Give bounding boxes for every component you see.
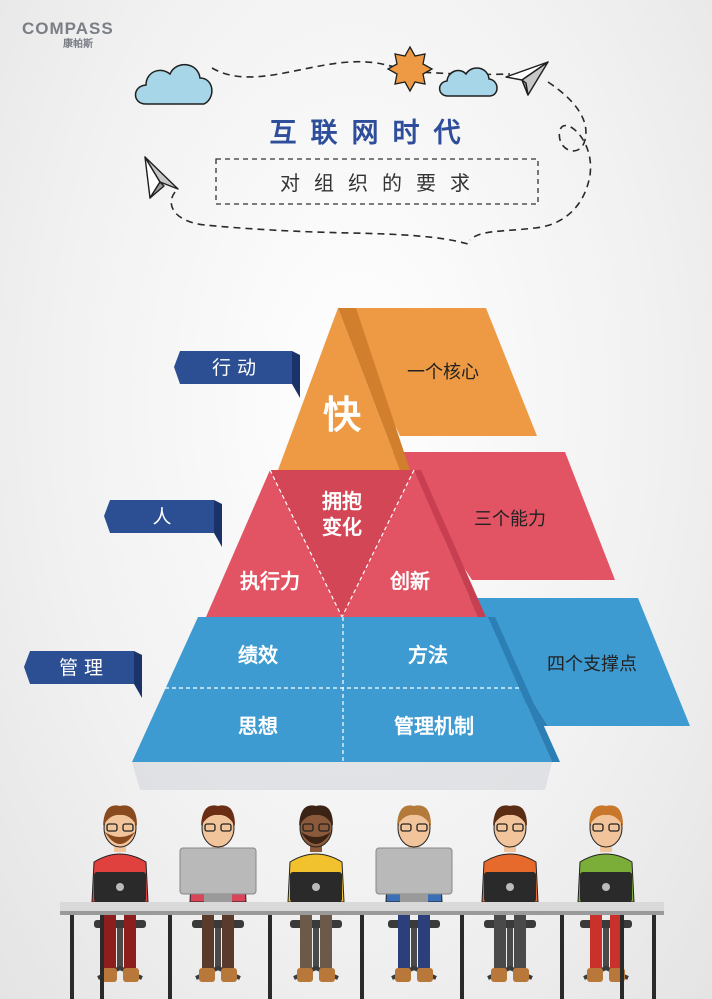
subtitle-box [215, 158, 539, 205]
ribbon-tag-people: 人 [104, 500, 222, 547]
team-illustration [91, 805, 635, 982]
management-cell-2: 方法 [408, 643, 448, 667]
brand-name: COMPASS [22, 19, 114, 38]
team-member-4 [375, 805, 453, 982]
people-center-line1: 拥抱 [322, 489, 362, 513]
pyramid-management-tier [132, 617, 560, 762]
people-center-line2: 变化 [322, 515, 362, 539]
pyramid-shadow [132, 762, 552, 790]
panel-core [340, 308, 537, 436]
panel-abilities [388, 452, 615, 580]
team-member-3 [287, 805, 345, 982]
team-member-2 [179, 805, 257, 982]
desk [60, 902, 664, 915]
pyramid-people-tier [206, 469, 486, 618]
core-center-text: 快 [323, 393, 362, 437]
abilities-label: 三个能力 [474, 509, 546, 530]
management-cell-4: 管理机制 [394, 714, 474, 738]
compass-logo: COMPASS 康帕斯 [22, 19, 114, 50]
team-member-1 [91, 805, 149, 982]
ribbon-tag-action: 行动 [174, 351, 300, 398]
sun-icon [386, 45, 434, 93]
tag-management-text: 管理 [59, 657, 109, 679]
desk-legs [70, 915, 656, 999]
management-cell-3: 思想 [238, 714, 278, 738]
page-title: 互联网时代 [270, 118, 475, 149]
tag-people-text: 人 [152, 506, 171, 528]
people-right-text: 创新 [389, 569, 430, 593]
team-member-5 [481, 805, 539, 982]
paper-plane-icon-right [505, 61, 549, 96]
management-cell-1: 绩效 [238, 643, 278, 667]
team-member-6 [577, 805, 635, 982]
support-points-label: 四个支撑点 [547, 654, 637, 675]
cloud-icon-right [438, 67, 498, 97]
paper-plane-icon-left [144, 156, 179, 199]
page-subtitle: 对组织的要求 [280, 171, 484, 195]
cloud-icon-left [134, 64, 213, 105]
tag-action-text: 行动 [212, 357, 262, 379]
pyramid-action-tier [278, 308, 410, 470]
ribbon-tag-management: 管理 [24, 651, 142, 698]
people-left-text: 执行力 [240, 569, 300, 593]
brand-cn-name: 康帕斯 [63, 37, 93, 50]
core-label: 一个核心 [407, 362, 479, 383]
